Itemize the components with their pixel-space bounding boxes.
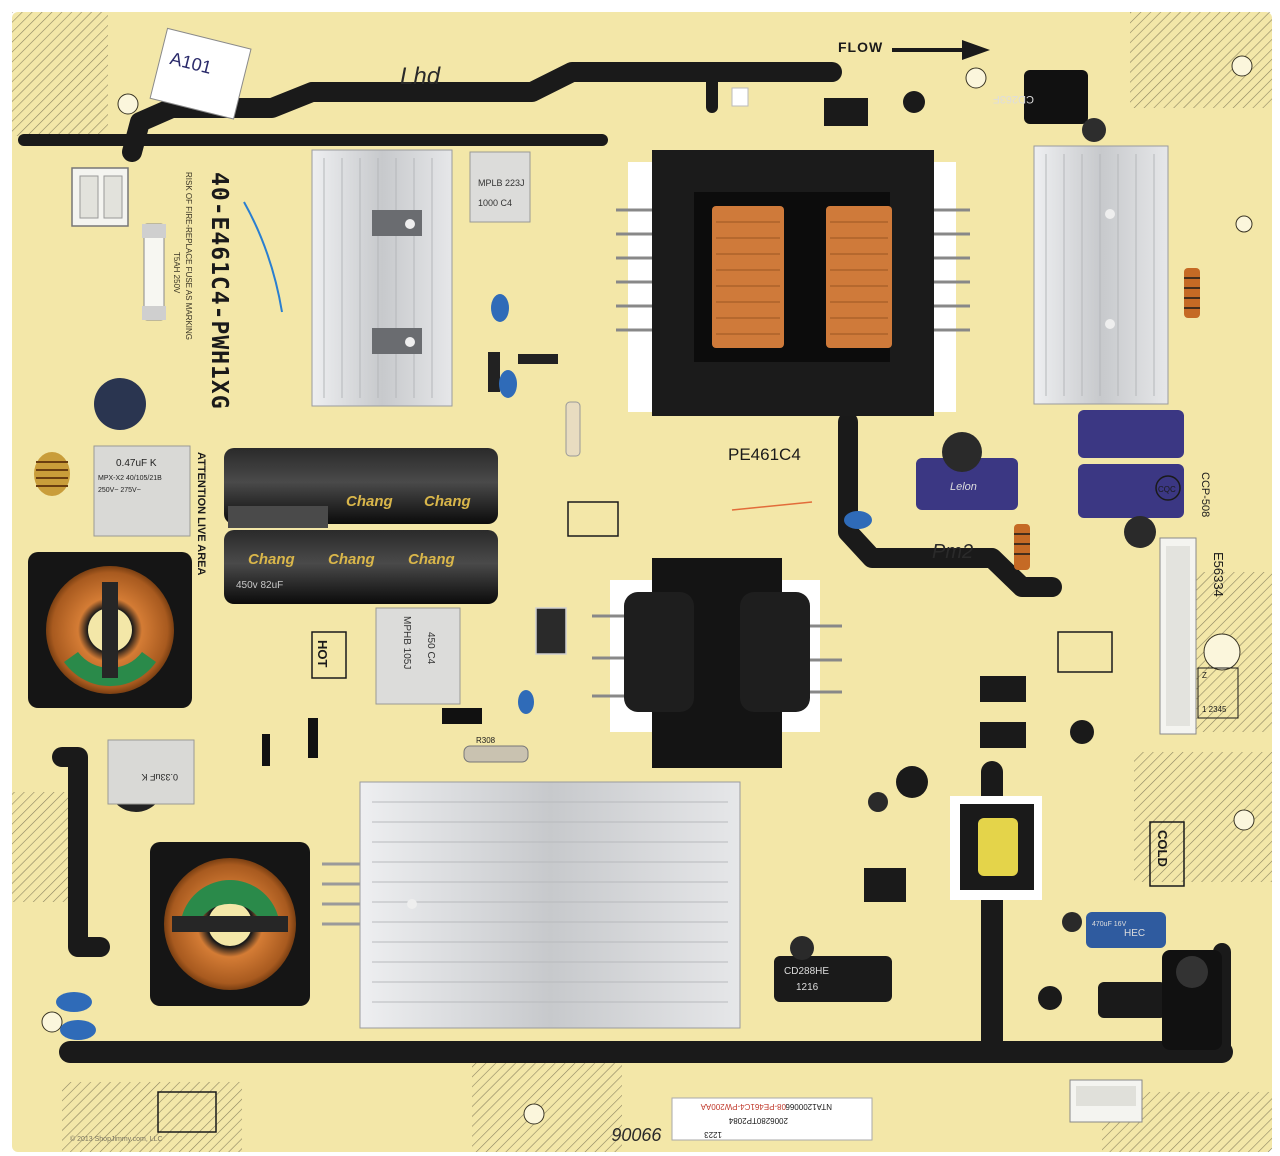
connector-label: 1 2345	[1202, 705, 1227, 714]
heatsink-top-left	[311, 149, 453, 407]
x2-cap-1-value: 0.47uF K	[116, 458, 157, 469]
flow-arrow: FLOW	[838, 39, 990, 60]
bulk-cap-2-spec: 450v 82uF	[236, 580, 283, 591]
handwriting: Lhd Pm2 99006	[243, 63, 973, 1144]
optocouplers-mid	[980, 676, 1094, 748]
bulk-capacitor-1: Chang Chang	[224, 448, 498, 528]
electrolytic-cap-top-right: CD263F	[993, 70, 1106, 142]
attention-text: ATTENTION LIVE AREA	[195, 452, 207, 576]
film-cap-2-sub: 450 C4	[425, 632, 436, 665]
sticker-small: 1223	[704, 1130, 722, 1139]
bulk-cap-1-brand-a: Chang	[346, 493, 393, 510]
x2-capacitor-2: 0.33uF K	[107, 739, 195, 812]
power-supply-board: FLOW A101 40-E461C4-PWH1XG RISK OF FIRE-…	[12, 12, 1272, 1152]
sticker-code: 08-PE461C4-PW200AA	[700, 1102, 786, 1111]
bulk-cap-2-brand-a: Chang	[248, 551, 295, 568]
main-transformer	[616, 150, 970, 416]
fuse-rating: T5AH 250V	[172, 252, 181, 294]
fuse	[142, 223, 166, 321]
kc-marks	[157, 501, 1113, 1133]
optocoupler-top	[731, 87, 925, 126]
ground-traces	[18, 62, 1233, 1063]
handwritten-bottom: 99006	[611, 1124, 662, 1144]
inductor-right-top	[1184, 268, 1200, 318]
small-inductor-left	[34, 452, 70, 496]
top-sticker: A101	[149, 27, 252, 120]
cert-marks: CQC CCP-508 E56334	[1155, 472, 1226, 597]
output-capacitor-bottom: CD288HE 1216	[774, 936, 892, 1002]
small-ic	[864, 766, 928, 902]
z-label: Z	[1202, 671, 1207, 680]
inductor-right-mid	[1014, 524, 1030, 570]
hec-label: HEC	[1124, 928, 1145, 939]
x2-cap-1-volt: 250V~ 275V~	[98, 487, 141, 494]
film-cap-1-value: MPLB 223J	[478, 178, 525, 188]
hec-capacitor: HEC 470uF 16V	[1062, 912, 1166, 948]
bulk-capacitor-2: Chang Chang Chang 450v 82uF	[224, 530, 498, 604]
board-model-number: 40-E461C4-PWH1XG	[206, 172, 232, 410]
bulk-cap-2-brand-c: Chang	[408, 551, 455, 568]
blue-cap-brand: Lelon	[950, 481, 977, 493]
heatsink-top-right	[1033, 145, 1169, 405]
cold-label: COLD	[1155, 830, 1170, 867]
barcode-sticker: 08-PE461C4-PW200AA NTA1200066 2006280TP2…	[671, 1097, 873, 1141]
copyright-text: © 2013 ShopJimmy.com, LLC	[70, 1136, 163, 1143]
hot-zone-label: HOT	[311, 631, 347, 679]
svg-text:CQC: CQC	[1158, 485, 1176, 494]
ceramic-caps-blue	[56, 294, 872, 1040]
common-mode-choke-2	[150, 842, 310, 1006]
bulk-cap-2-brand-b: Chang	[328, 551, 375, 568]
sticker-batch: 2006280TP2084	[728, 1116, 788, 1125]
heatsink-bottom	[322, 781, 741, 1029]
x2-capacitor-1: 0.47uF K MPX-X2 40/105/21B 250V~ 275V~	[93, 445, 191, 537]
bulk-cap-1-brand-b: Chang	[424, 493, 471, 510]
cold-zone-label: COLD	[1149, 821, 1185, 887]
output-transformer-small	[950, 796, 1042, 900]
x2-cap-2-value: 0.33uF K	[141, 772, 178, 782]
flow-label: FLOW	[838, 39, 883, 55]
output-capacitors-right	[1038, 950, 1222, 1050]
sticker-serial: NTA1200066	[785, 1102, 832, 1111]
fuse-note: RISK OF FIRE-REPLACE FUSE AS MARKING	[184, 172, 193, 340]
film-cap-2-value: MPHB 105J	[401, 616, 412, 669]
right-connector: Z 1 2345	[1159, 537, 1239, 735]
standby-transformer	[592, 558, 842, 768]
film-capacitor-2: MPHB 105J 450 C4	[375, 607, 461, 705]
x2-cap-1-spec: MPX-X2 40/105/21B	[98, 475, 162, 482]
cap-top-right-label: CD263F	[993, 93, 1034, 105]
hec-spec: 470uF 16V	[1092, 921, 1127, 928]
output-connector-bottom	[1069, 1079, 1143, 1123]
cert-number: E56334	[1211, 552, 1226, 597]
common-mode-choke-1	[28, 552, 192, 708]
output-cap-date: 1216	[796, 982, 819, 993]
output-cap-code: CD288HE	[784, 966, 829, 977]
film-capacitor-1: MPLB 223J 1000 C4	[469, 151, 531, 223]
handwritten-top: Lhd	[400, 63, 441, 90]
diodes-center: R308	[262, 352, 581, 766]
hot-label: HOT	[315, 640, 330, 668]
board-code: PE461C4	[728, 445, 801, 464]
thermistor	[94, 378, 146, 430]
electrolytic-caps-blue: Lelon	[916, 410, 1184, 548]
film-cap-1-sub: 1000 C4	[478, 198, 512, 208]
ac-connector	[71, 167, 129, 227]
handwritten-mid: Pm2	[932, 541, 973, 563]
resistor-label: R308	[476, 736, 496, 745]
ccp-label: CCP-508	[1199, 472, 1211, 517]
